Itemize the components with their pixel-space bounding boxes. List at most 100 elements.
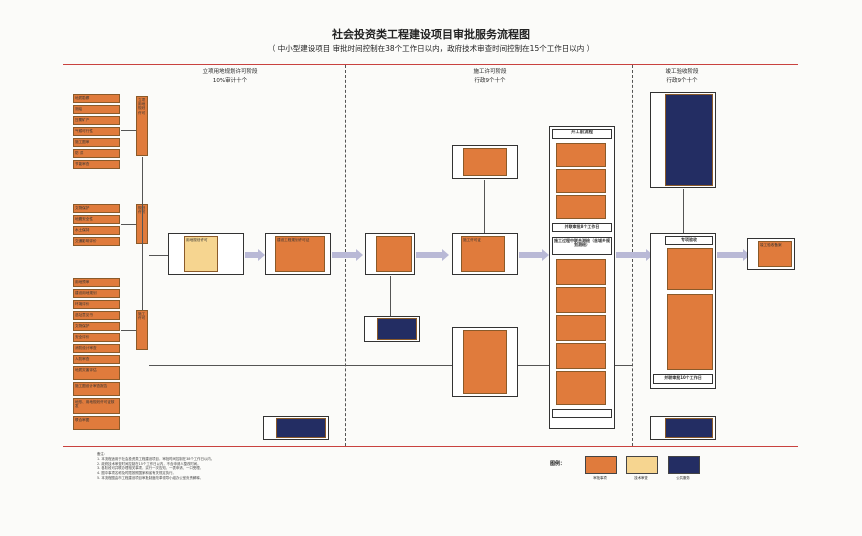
flow-arrow-3	[416, 249, 449, 261]
prep-box: 气候可行性	[73, 127, 120, 136]
prep-box: 环境评价	[73, 300, 120, 309]
prep-box: 压覆矿产	[73, 116, 120, 125]
center-org-1	[556, 143, 606, 167]
pre-construction-box	[452, 145, 518, 179]
prep-box: 测绘	[73, 105, 120, 114]
footnote-line: 1. 本流程适用于社会投资类工程建设项目，审批时间控制在38个工作日以内。	[97, 456, 215, 461]
connector	[390, 276, 391, 316]
prep-box: 施工图审	[73, 138, 120, 147]
public-service-inner-1	[377, 318, 417, 340]
public-service-inner-4	[665, 418, 713, 438]
legend-swatch-review	[626, 456, 658, 474]
prep-box: 地形、用地规划许可证核发	[73, 398, 120, 414]
prep-box: 建设用地规划	[73, 289, 120, 298]
right-org-2	[667, 294, 713, 370]
footnote-line: 5. 本流程图由市工程建设项目审批制度改革领导小组办公室负责解释。	[97, 475, 204, 480]
diagram-subtitle: （ 中小型建设项目 审批时间控制在38个工作日以内，政府技术审查时间控制在15个…	[267, 44, 595, 53]
center-org-2	[556, 169, 606, 193]
public-service-inner-3	[665, 94, 713, 186]
footnote-line: 备注：	[97, 452, 108, 456]
special-acceptance-header: 专项验收	[665, 236, 713, 245]
bottom-border-line	[63, 446, 798, 447]
side-box-1: 立项用地规划许可	[136, 96, 148, 156]
diagram-title: 社会投资类工程建设项目审批服务流程图	[332, 28, 530, 41]
parallel-review-inner	[463, 330, 507, 394]
center-org-8	[556, 371, 606, 405]
center-group: 开工前流程 并联审批8个工作日 施工过程中联合测绘（含城乡规划测绘）	[549, 126, 615, 429]
flow-arrow-5	[616, 249, 653, 261]
footnotes: 备注： 1. 本流程适用于社会投资类工程建设项目，审批时间控制在38个工作日以内…	[97, 452, 457, 481]
footnote-line: 3. 各阶段可并联办理相关事项，实行一次告知、一表申请、一口受理。	[97, 466, 204, 471]
connector	[484, 180, 485, 233]
public-service-box-3	[650, 92, 716, 188]
prep-box: 地质灾害评估	[73, 366, 120, 380]
footnote-line: 2. 政府技术审查时间控制在15个工作日以内，不含申请人整改时间。	[97, 461, 201, 466]
connector	[149, 255, 168, 256]
prep-box: 地质勘察	[73, 94, 120, 103]
prep-box: 选址意见书	[73, 311, 120, 320]
construction-permit-inner: 施工许可证	[461, 236, 505, 272]
special-acceptance-group: 专项验收 并联审批10个工作日	[650, 233, 716, 389]
stage-days: 行政9个十个	[474, 78, 506, 84]
stage-name: 竣工验收阶段	[665, 69, 699, 75]
footnote-line: 4. 图中事项名称及时限按照国家和省有关规定执行。	[97, 471, 176, 476]
special-acceptance-footer: 并联审批10个工作日	[653, 374, 713, 384]
legend-swatch-service	[668, 456, 700, 474]
stage-header-1: 立项用地规划许可阶段 10%审计十个	[160, 68, 300, 86]
stage-name: 施工许可阶段	[473, 69, 507, 75]
center-group-header: 开工前流程	[552, 129, 612, 139]
land-approval-box: 用地规划许可	[168, 233, 244, 275]
stage-days: 行政9个十个	[666, 78, 698, 84]
stage-header-2: 施工许可阶段 行政9个十个	[420, 68, 560, 86]
flow-arrow-2	[332, 249, 363, 261]
final-acceptance-box: 竣工验收备案	[747, 238, 795, 270]
planning-permit-box: 建设工程规划许可证	[265, 233, 331, 275]
final-acceptance-inner: 竣工验收备案	[758, 241, 792, 267]
public-service-box-4	[650, 416, 716, 440]
center-org-6	[556, 315, 606, 341]
prep-box: 人防审查	[73, 355, 120, 364]
connector	[121, 224, 136, 225]
legend-text-review: 技术审查	[634, 476, 648, 480]
top-border-line	[63, 64, 798, 65]
construction-permit-box: 施工许可证	[452, 233, 518, 275]
center-group-mid: 施工过程中联合测绘（含城乡规划测绘）	[552, 237, 612, 255]
public-service-box-1	[364, 316, 420, 342]
prep-box: 文物保护	[73, 204, 120, 213]
construction-review-inner	[376, 236, 412, 272]
connector	[683, 189, 684, 233]
prep-box: 防 洪	[73, 149, 120, 158]
parallel-review-box	[452, 327, 518, 397]
pre-construction-inner	[463, 148, 507, 176]
center-org-3	[556, 195, 606, 219]
connector	[149, 365, 633, 366]
flow-arrow-4	[519, 249, 549, 261]
prep-box: 节能审查	[73, 160, 120, 169]
prep-box: 交通影响评价	[73, 237, 120, 246]
connector	[121, 330, 136, 331]
right-org-1	[667, 248, 713, 290]
stage-header-3: 竣工验收阶段 行政9个十个	[632, 68, 732, 86]
construction-review-box	[365, 233, 415, 275]
prep-box: 用地预审	[73, 278, 120, 287]
land-approval-inner: 用地规划许可	[184, 236, 218, 272]
center-org-4	[556, 259, 606, 285]
stage-days: 10%审计十个	[212, 78, 248, 84]
flow-arrow-1	[245, 249, 265, 261]
legend-text-service: 公共服务	[676, 476, 690, 480]
prep-box: 水土保持	[73, 226, 120, 235]
side-box-3: 施工许可	[136, 310, 148, 350]
legend-swatch-approval	[585, 456, 617, 474]
prep-box: 联合审图	[73, 416, 120, 430]
flow-arrow-6	[717, 249, 750, 261]
center-org-5	[556, 287, 606, 313]
legend-text-approval: 审批事项	[593, 476, 607, 480]
public-service-box-2	[263, 416, 329, 440]
connector	[142, 157, 143, 310]
public-service-inner-2	[276, 418, 326, 438]
center-org-7	[556, 343, 606, 369]
prep-box: 安全评价	[73, 333, 120, 342]
legend-label: 图例：	[550, 461, 566, 467]
prep-box: 地震安全性	[73, 215, 120, 224]
planning-permit-inner: 建设工程规划许可证	[275, 236, 325, 272]
